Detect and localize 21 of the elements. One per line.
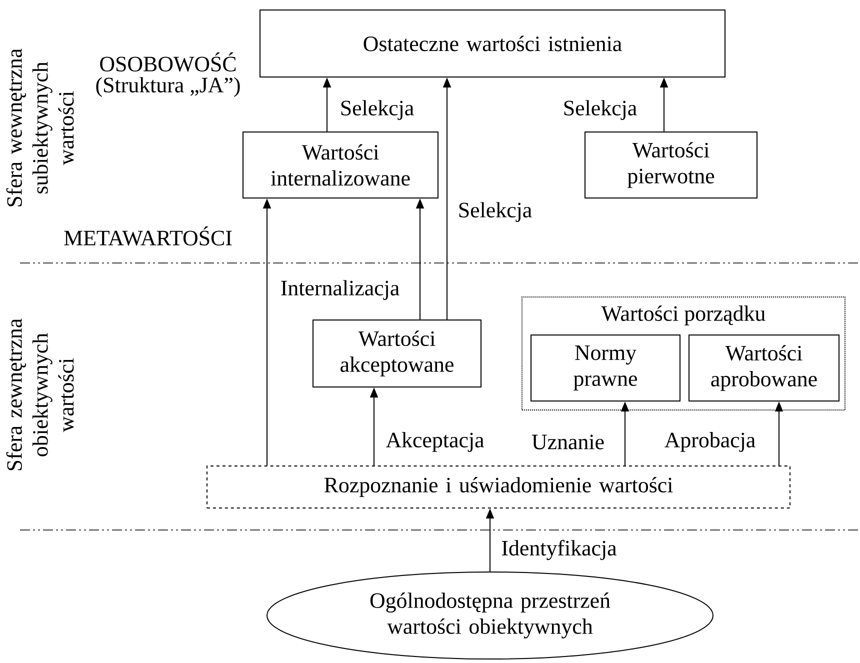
edge-label: Selekcja — [459, 202, 532, 222]
ellipse-node: Ogólnodostępna przestrzeń wartości obiektywnych — [266, 572, 714, 660]
edge-label: Identyfikacja — [502, 540, 617, 560]
process-box: Wartości akceptowane — [312, 320, 482, 388]
section-label: OSOBOWOŚĆ — [100, 52, 236, 72]
edge-label: Selekcja — [564, 100, 637, 120]
process-box: Ostateczne wartości istnienia — [260, 10, 726, 78]
process-box: Normy prawne — [530, 334, 680, 402]
edge-label: Selekcja — [341, 100, 414, 120]
edge-label: Internalizacja — [281, 280, 400, 300]
process-box: Wartości internalizowane — [242, 132, 438, 198]
process-box: Wartości aprobowane — [688, 334, 840, 402]
vertical-label: Sfera zewnętrzna obiektywnych wartości — [6, 318, 74, 470]
process-box: Rozpoznanie i uświadomienie wartości — [206, 466, 790, 508]
edge-label: Uznanie — [532, 434, 604, 450]
edge-label: Akceptacja — [386, 432, 484, 452]
edge-label: Aprobacja — [664, 432, 756, 452]
section-label: (Struktura „JA”) — [96, 77, 240, 97]
vertical-label: Sfera wewnętrzna subiektywnych wartości — [6, 48, 74, 206]
section-label: METAWARTOŚCI — [64, 226, 232, 246]
process-box: Wartości pierwotne — [584, 132, 758, 198]
